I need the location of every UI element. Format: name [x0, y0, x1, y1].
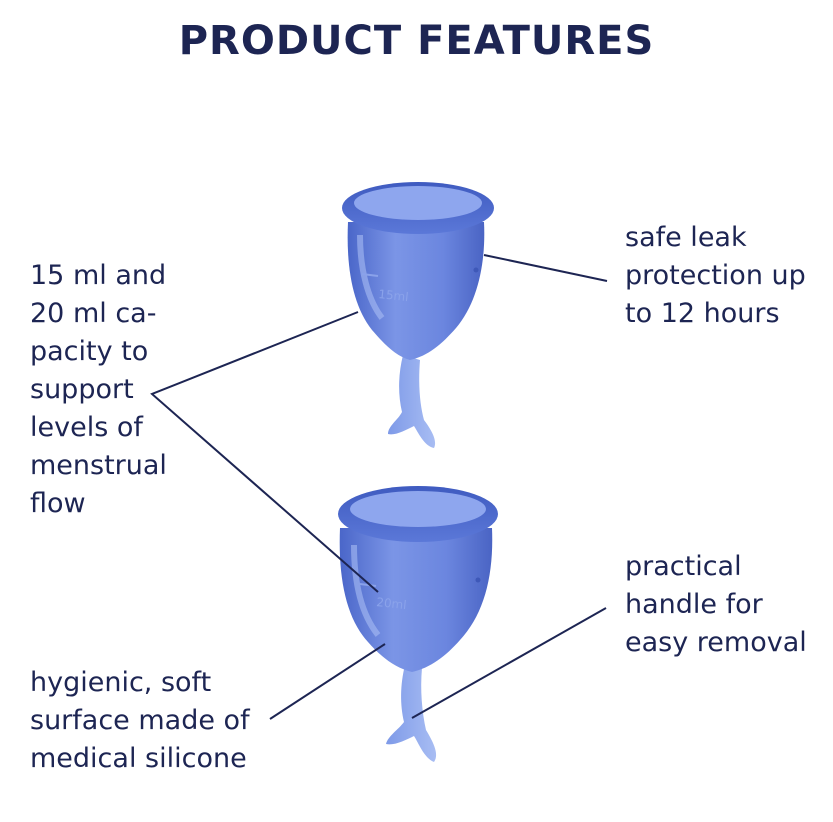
callout-line-leak — [483, 254, 608, 282]
callout-line-capacity — [150, 311, 379, 593]
feature-handle-text: practical handle for easy removal — [625, 551, 807, 658]
menstrual-cup-large: 20ml — [338, 486, 498, 762]
cup-handle-small — [388, 355, 436, 448]
callout-line-handle — [411, 607, 607, 719]
page-title: PRODUCT FEATURES — [178, 18, 655, 64]
cup-body-large — [339, 528, 493, 672]
cup-handle-large — [386, 665, 437, 762]
feature-capacity-text: 15 ml and 20 ml ca- pacity to support le… — [30, 260, 167, 519]
cup-marking-large: 20ml — [376, 595, 408, 612]
cup-marking-small: 15ml — [378, 287, 410, 304]
cup-body-small — [347, 222, 485, 360]
feature-leak-protection-text: safe leak protection up to 12 hours — [625, 222, 806, 329]
menstrual-cup-small: 15ml — [342, 182, 494, 448]
callout-lines — [150, 254, 608, 720]
feature-surface-text: hygienic, soft surface made of medical s… — [30, 667, 250, 774]
callout-line-surface — [269, 643, 386, 720]
